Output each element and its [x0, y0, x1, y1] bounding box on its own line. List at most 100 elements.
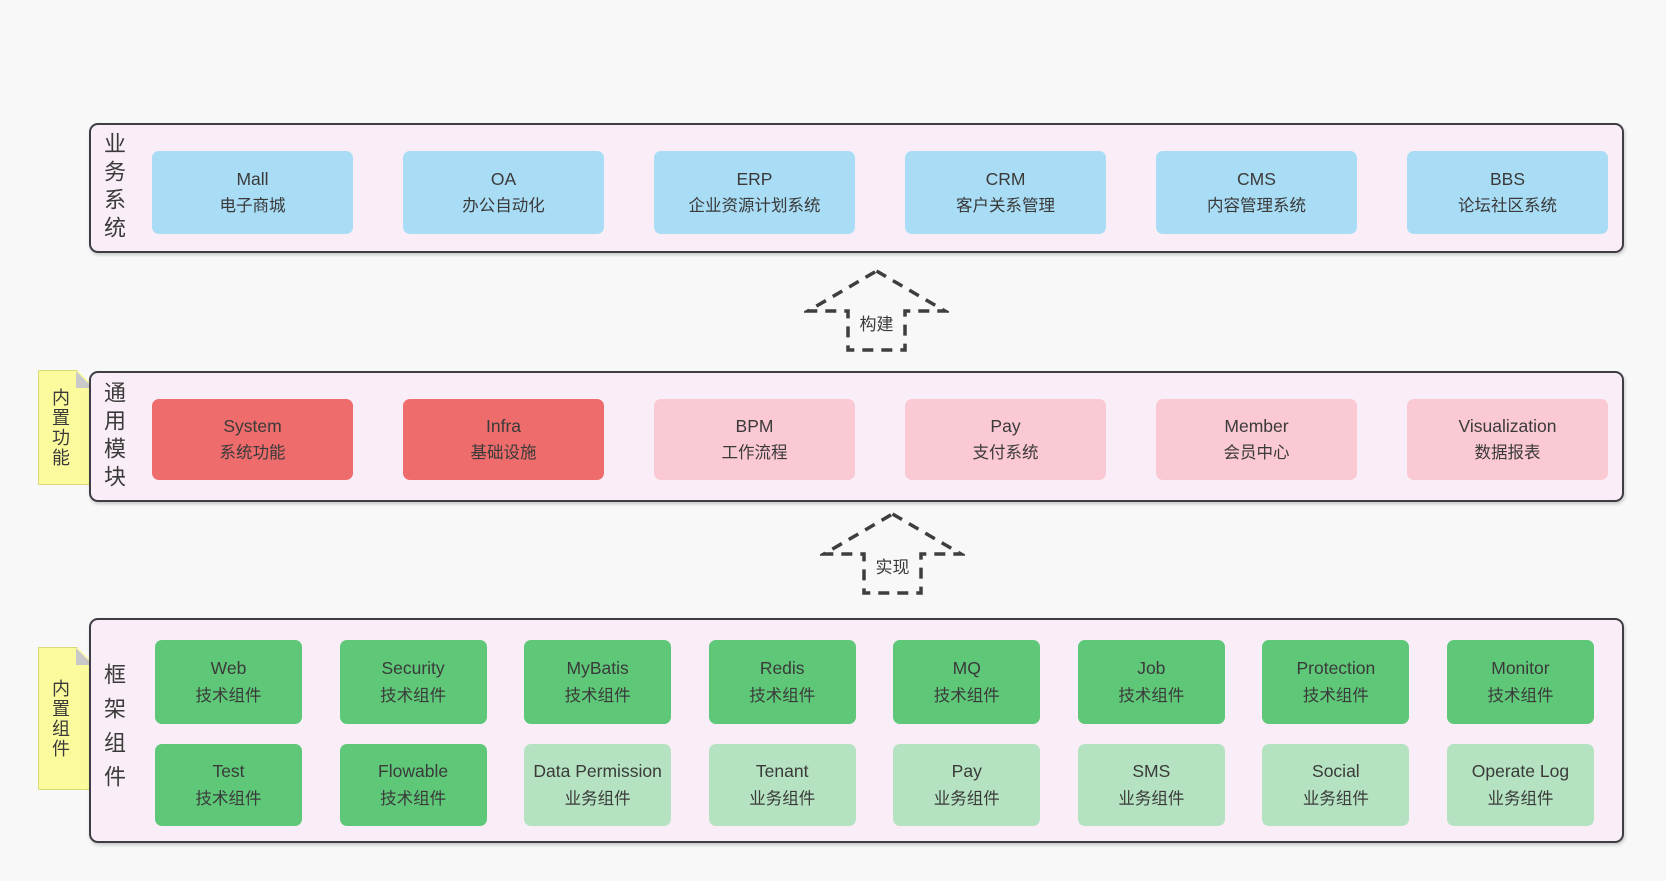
note-label: 内置功能	[50, 387, 70, 468]
box-row: System 系统功能 Infra 基础设施 BPM 工作流程 Pay 支付系统…	[152, 399, 1608, 480]
section-business-systems: 业务系统 Mall 电子商城 OA 办公自动化 ERP 企业资源计划系统 CRM…	[89, 123, 1624, 253]
box-name: Protection	[1296, 658, 1376, 679]
box-desc: 技术组件	[933, 686, 1000, 705]
box-name: BBS	[1489, 168, 1526, 189]
box-desc: 业务组件	[1118, 789, 1185, 808]
box-name: SMS	[1132, 761, 1171, 782]
box-oa: OA 办公自动化	[403, 151, 604, 234]
box-desc: 技术组件	[380, 686, 447, 705]
box-desc: 技术组件	[749, 686, 816, 705]
box-name: CMS	[1237, 168, 1276, 189]
box-desc: 业务组件	[933, 789, 1000, 808]
box-member: Member 会员中心	[1156, 399, 1357, 480]
section-label: 通用模块	[101, 380, 126, 493]
box-desc: 业务组件	[1302, 789, 1369, 808]
box-protection: Protection 技术组件	[1262, 640, 1410, 724]
box-desc: 技术组件	[380, 789, 447, 808]
box-visualization: Visualization 数据报表	[1407, 399, 1608, 480]
box-test: Test 技术组件	[155, 744, 302, 826]
box-pay-component: Pay 业务组件	[893, 744, 1041, 826]
box-desc: 技术组件	[195, 686, 262, 705]
box-desc: 技术组件	[1118, 686, 1185, 705]
box-crm: CRM 客户关系管理	[905, 151, 1106, 234]
box-desc: 论坛社区系统	[1458, 197, 1557, 216]
box-name: Social	[1312, 761, 1360, 782]
section-label: 业务系统	[101, 132, 126, 244]
box-flowable: Flowable 技术组件	[339, 744, 487, 826]
sticky-note-built-in-features: 内置功能	[38, 370, 94, 485]
box-tenant: Tenant 业务组件	[708, 744, 856, 826]
box-desc: 企业资源计划系统	[688, 197, 821, 216]
box-name: Mall	[236, 168, 269, 189]
box-name: OA	[490, 168, 517, 189]
sticky-note-built-in-components: 内置组件	[38, 647, 94, 790]
box-bbs: BBS 论坛社区系统	[1407, 151, 1608, 234]
note-label: 内置组件	[50, 678, 70, 759]
box-name: Monitor	[1491, 658, 1550, 679]
section-framework-components: 框架组件 Web 技术组件 Security 技术组件 MyBatis 技术组件…	[89, 618, 1624, 843]
box-data-permission: Data Permission 业务组件	[524, 744, 672, 826]
box-desc: 电子商城	[219, 197, 286, 216]
box-name: Member	[1224, 415, 1289, 436]
box-name: Tenant	[755, 761, 809, 782]
box-name: Pay	[990, 415, 1021, 436]
box-cms: CMS 内容管理系统	[1156, 151, 1357, 234]
box-desc: 工作流程	[721, 444, 788, 463]
box-desc: 客户关系管理	[956, 197, 1055, 216]
box-name: ERP	[736, 168, 773, 189]
box-mybatis: MyBatis 技术组件	[524, 640, 672, 724]
box-desc: 会员中心	[1223, 444, 1290, 463]
box-job: Job 技术组件	[1077, 640, 1225, 724]
box-mall: Mall 电子商城	[152, 151, 353, 234]
box-desc: 基础设施	[470, 444, 537, 463]
box-desc: 业务组件	[1487, 789, 1554, 808]
arrow-label: 构建	[860, 315, 894, 334]
box-name: CRM	[985, 168, 1026, 189]
box-name: Infra	[485, 415, 522, 436]
box-name: Data Permission	[533, 761, 662, 782]
box-infra: Infra 基础设施	[403, 399, 604, 480]
box-row: Mall 电子商城 OA 办公自动化 ERP 企业资源计划系统 CRM 客户关系…	[152, 151, 1608, 234]
box-desc: 支付系统	[972, 444, 1039, 463]
box-desc: 技术组件	[1302, 686, 1369, 705]
arrow-label: 实现	[876, 558, 910, 577]
box-desc: 技术组件	[1487, 686, 1554, 705]
box-name: Security	[381, 658, 445, 679]
box-row: Test 技术组件 Flowable 技术组件 Data Permission …	[155, 744, 1594, 826]
implement-arrow-icon: 实现	[820, 511, 965, 595]
box-web: Web 技术组件	[155, 640, 302, 724]
box-bpm: BPM 工作流程	[654, 399, 855, 480]
box-row: Web 技术组件 Security 技术组件 MyBatis 技术组件 Redi…	[155, 640, 1594, 724]
box-name: MyBatis	[566, 658, 629, 679]
box-desc: 业务组件	[564, 789, 631, 808]
box-desc: 内容管理系统	[1207, 197, 1306, 216]
box-name: MQ	[952, 658, 981, 679]
box-pay: Pay 支付系统	[905, 399, 1106, 480]
box-name: Visualization	[1458, 415, 1557, 436]
box-redis: Redis 技术组件	[708, 640, 856, 724]
box-desc: 技术组件	[195, 789, 262, 808]
box-operate-log: Operate Log 业务组件	[1446, 744, 1594, 826]
box-erp: ERP 企业资源计划系统	[654, 151, 855, 234]
box-name: Redis	[759, 658, 805, 679]
box-name: Flowable	[378, 761, 449, 782]
box-name: Web	[210, 658, 247, 679]
box-desc: 业务组件	[749, 789, 816, 808]
box-monitor: Monitor 技术组件	[1446, 640, 1594, 724]
section-label: 框架组件	[101, 662, 126, 799]
box-security: Security 技术组件	[339, 640, 487, 724]
section-common-modules: 通用模块 System 系统功能 Infra 基础设施 BPM 工作流程 Pay…	[89, 371, 1624, 502]
box-name: Operate Log	[1471, 761, 1570, 782]
box-name: BPM	[735, 415, 774, 436]
box-sms: SMS 业务组件	[1077, 744, 1225, 826]
box-name: Test	[212, 761, 245, 782]
box-mq: MQ 技术组件	[893, 640, 1041, 724]
box-desc: 办公自动化	[462, 197, 545, 216]
box-name: System	[223, 415, 282, 436]
box-social: Social 业务组件	[1262, 744, 1410, 826]
build-arrow-icon: 构建	[804, 268, 949, 352]
box-desc: 系统功能	[219, 444, 286, 463]
box-desc: 技术组件	[564, 686, 631, 705]
box-name: Pay	[951, 761, 982, 782]
